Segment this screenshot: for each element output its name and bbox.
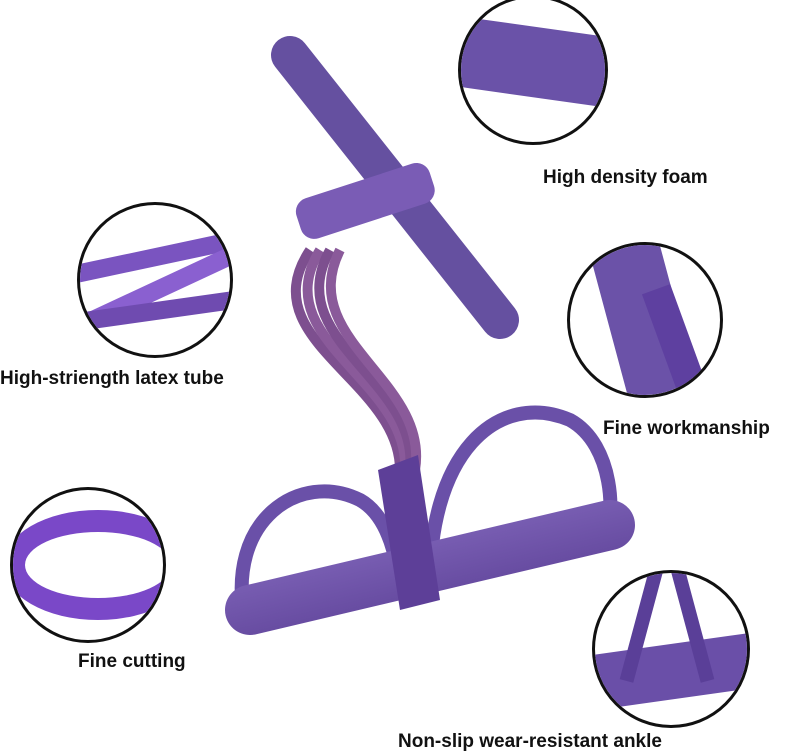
cutting-closeup-circle [10,487,166,643]
workmanship-closeup-circle [567,242,723,398]
center-connector [378,455,440,610]
feature-label-foam: High density foam [543,167,708,188]
latex-tubes [325,247,422,471]
latex-tube-closeup-circle [77,202,233,358]
feature-label-ankle: Non-slip wear-resistant ankle [398,731,662,752]
handle-sleeve [295,162,435,239]
right-foot-loop [422,405,618,601]
feature-label-cutting: Fine cutting [78,651,186,672]
feature-label-workmanship: Fine workmanship [603,418,770,439]
foam-closeup-circle [458,0,608,145]
ankle-closeup-circle [592,570,750,728]
feature-label-latex-tube: High-striength latex tube [0,368,224,389]
